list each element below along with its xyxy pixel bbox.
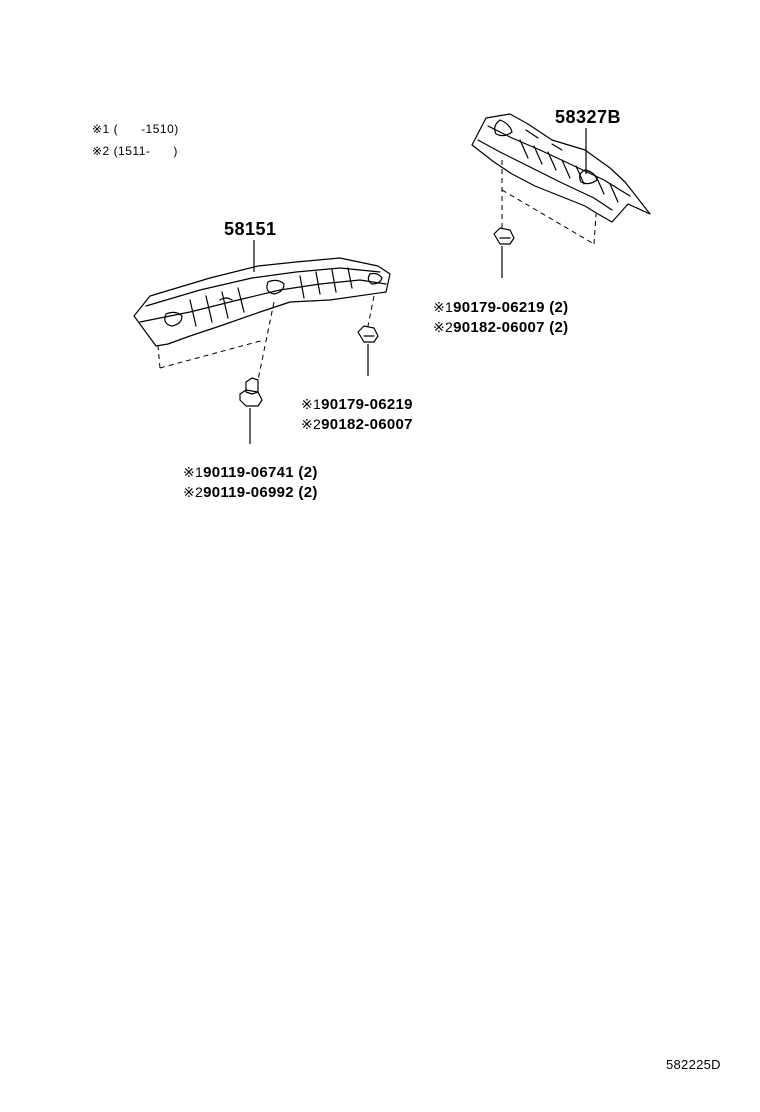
upper-nut-illustration <box>493 227 515 245</box>
diagram-code: 582225D <box>666 1057 721 1072</box>
upper-nut-callout-1[interactable]: ※190179-06219 (2) <box>424 285 568 315</box>
variant-mark: ※2 <box>300 416 322 432</box>
upper-install-line <box>501 160 597 245</box>
legend-line-1: ※1 ( -1510) <box>92 122 179 136</box>
variant-mark: ※2 <box>432 319 454 335</box>
part-number: 90179-06219 (2) <box>453 299 569 316</box>
variant-mark: ※1 <box>300 396 322 412</box>
part-number: 90182-06007 <box>321 416 413 433</box>
bolt-callout-1[interactable]: ※190119-06741 (2) <box>174 450 318 480</box>
variant-mark: ※2 <box>182 484 204 500</box>
lower-install-line <box>157 295 375 381</box>
middle-nut-callout-2[interactable]: ※290182-06007 <box>292 402 413 432</box>
variant-mark: ※1 <box>432 299 454 315</box>
upper-nut-callout-2[interactable]: ※290182-06007 (2) <box>424 305 568 335</box>
variant-mark: ※1 <box>182 464 204 480</box>
middle-nut-callout-1[interactable]: ※190179-06219 <box>292 382 413 412</box>
part-number: 90119-06741 (2) <box>203 464 318 481</box>
part-number: 90179-06219 <box>321 396 413 413</box>
bolt-illustration <box>239 377 263 407</box>
part-number: 90182-06007 (2) <box>453 319 569 336</box>
middle-nut-illustration <box>357 325 379 343</box>
part-label-58327B[interactable]: 58327B <box>555 107 622 127</box>
part-label-58151[interactable]: 58151 <box>224 219 277 239</box>
front-heat-insulator-illustration <box>133 257 391 347</box>
part-number: 90119-06992 (2) <box>203 484 318 501</box>
rear-heat-insulator-illustration <box>471 113 651 223</box>
bolt-callout-2[interactable]: ※290119-06992 (2) <box>174 470 318 500</box>
legend-line-2: ※2 (1511- ) <box>92 144 178 158</box>
